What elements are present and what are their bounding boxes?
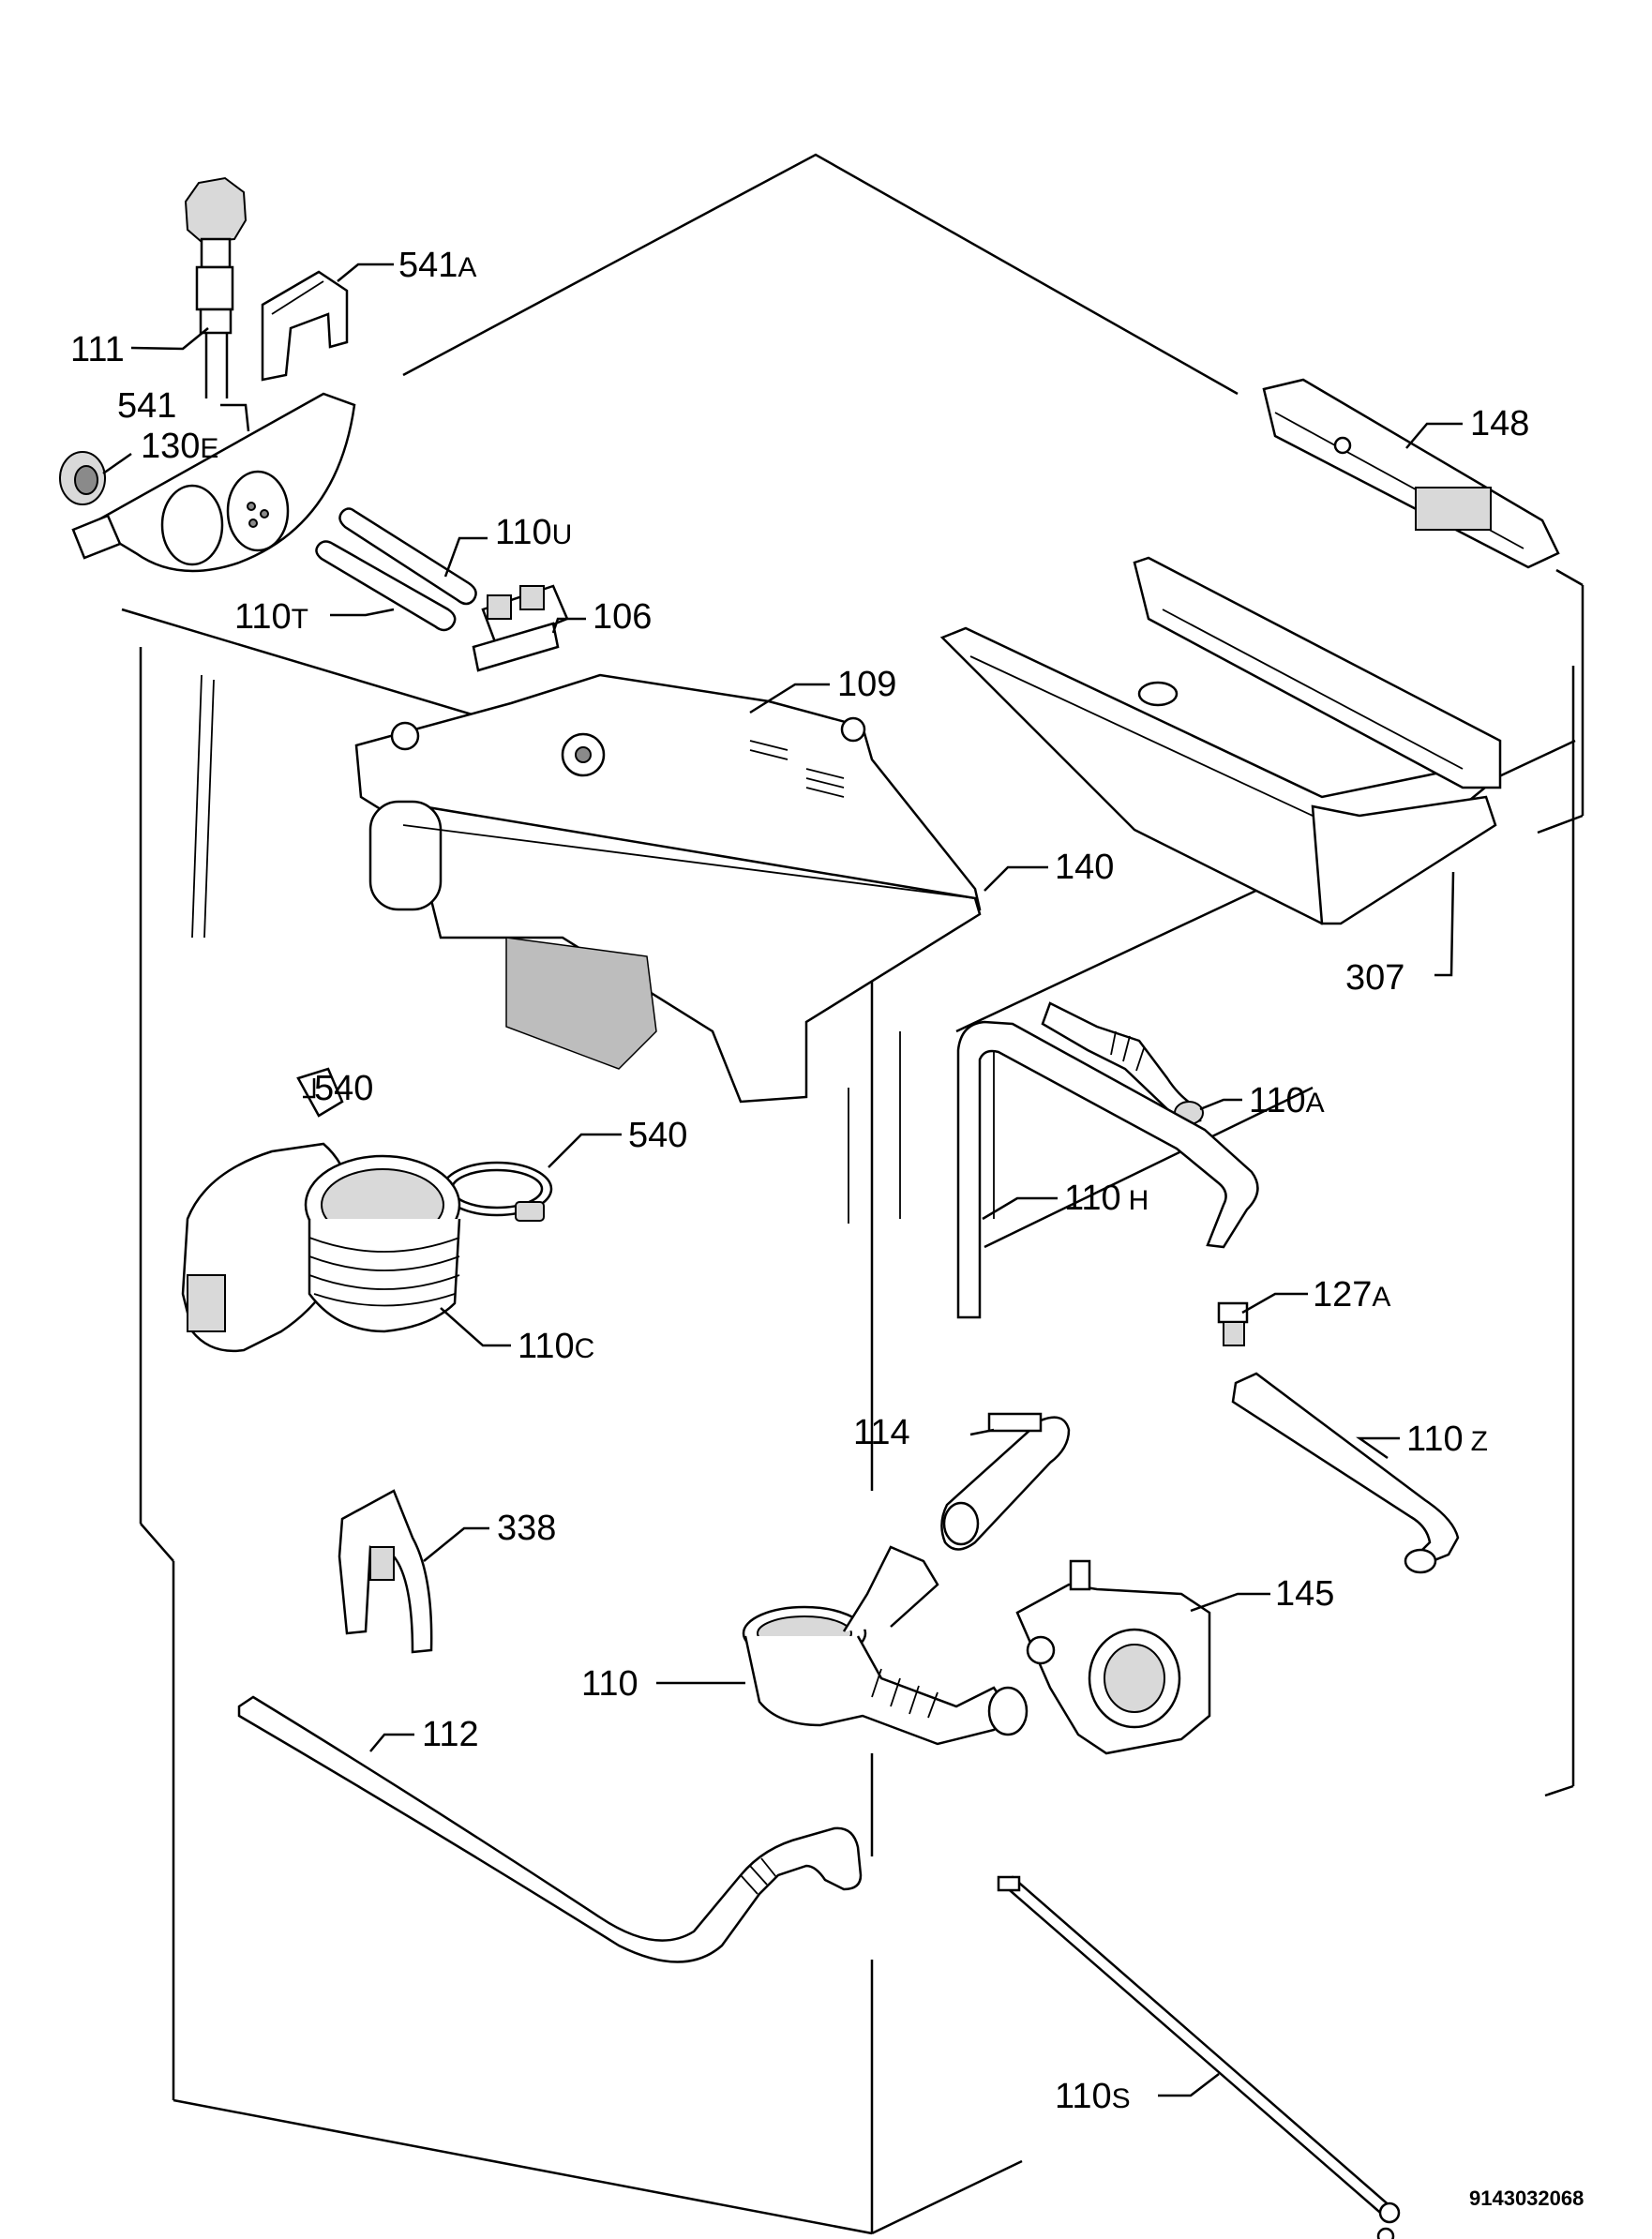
filter-part-114	[940, 1412, 1071, 1551]
label-540-lower: 540	[628, 1116, 687, 1155]
handle-part-148	[1262, 378, 1560, 569]
label-110s: 110S	[1055, 2077, 1131, 2116]
label-111: 111	[70, 330, 125, 369]
pipe-part-110h	[956, 1020, 1259, 1319]
dispenser-housing-part-109	[354, 673, 982, 1104]
label-110t: 110T	[234, 597, 308, 637]
inlet-bracket-part-541	[71, 392, 356, 573]
dispenser-drawer-part-307	[939, 556, 1502, 925]
nipple-part-127a	[1217, 1301, 1249, 1346]
hose-part-110z	[1231, 1372, 1460, 1574]
sump-hose-part-110	[742, 1545, 1029, 1746]
label-127a: 127A	[1313, 1275, 1390, 1315]
label-541: 541	[117, 386, 176, 426]
label-307: 307	[1345, 958, 1404, 998]
tube-part-110u	[338, 507, 477, 606]
label-109: 109	[837, 665, 896, 704]
label-112: 112	[422, 1715, 479, 1754]
label-110u: 110U	[495, 513, 572, 552]
label-110a: 110A	[1249, 1081, 1325, 1120]
inlet-hose-part-111	[184, 176, 248, 398]
label-110: 110	[581, 1664, 638, 1704]
clip-part-541a	[261, 270, 349, 382]
label-110c: 110C	[518, 1327, 594, 1366]
part-labels: 111 541A 541 130E 110U 110T 106 109 148 …	[70, 246, 1584, 2210]
label-140: 140	[1055, 848, 1114, 887]
tube-part-110t	[315, 540, 457, 632]
grommet-part-130e	[59, 451, 106, 505]
rod-part-110s	[997, 1875, 1401, 2239]
gasket-part-540	[441, 1161, 553, 1222]
leader-lines	[102, 263, 1463, 2097]
label-114: 114	[853, 1413, 910, 1452]
label-130e: 130E	[141, 427, 218, 466]
valve-part-106	[472, 584, 569, 672]
label-148: 148	[1470, 404, 1529, 443]
label-106: 106	[593, 597, 652, 637]
drawing-code: 9143032068	[1469, 2186, 1584, 2210]
bracket-part-338	[338, 1489, 433, 1654]
bellows-part-110c	[181, 1067, 461, 1352]
label-145: 145	[1275, 1574, 1334, 1614]
label-338: 338	[497, 1509, 556, 1548]
pump-part-145	[1015, 1559, 1211, 1755]
label-540-upper: 540	[314, 1069, 373, 1108]
drain-hose-part-112	[237, 1695, 863, 1963]
label-541a: 541A	[398, 246, 476, 285]
